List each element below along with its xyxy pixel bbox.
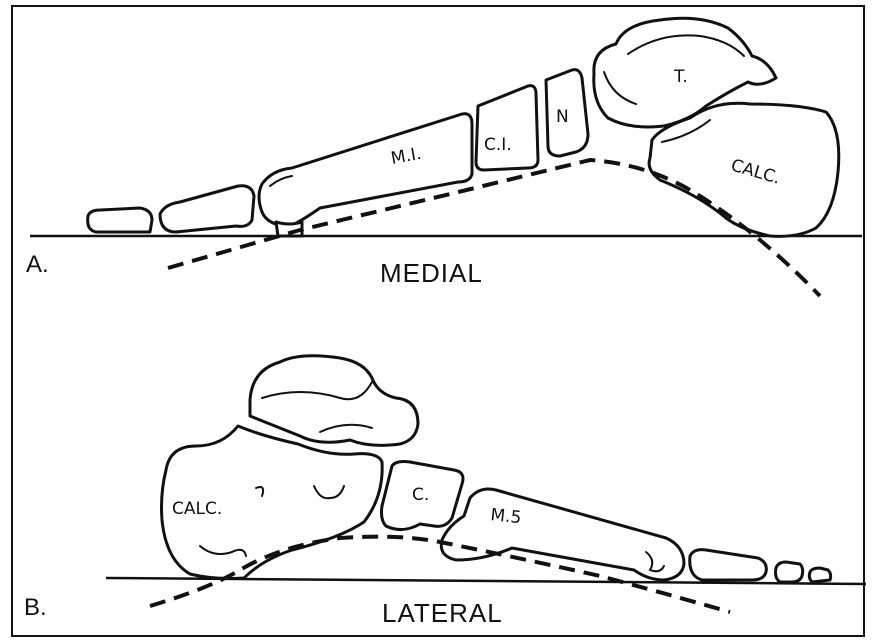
panel-b-lateral: CALC. C. M.5 B. LATERAL: [24, 356, 866, 628]
panel-a-medial: M.I. C.I. N T. CALC. A. MEDIAL: [26, 18, 862, 296]
first-metatarsal: [259, 114, 472, 226]
label-cuboid: C.: [412, 485, 429, 505]
label-navicular: N: [556, 107, 569, 127]
label-talus: T.: [673, 67, 688, 87]
first-cuneiform: [476, 86, 538, 170]
medial-distal-phalanx: [88, 208, 152, 232]
label-calcaneus-b: CALC.: [172, 499, 222, 519]
panel-a-view-title: MEDIAL: [380, 258, 483, 288]
lateral-talus: [250, 356, 418, 446]
panel-b-view-title: LATERAL: [382, 598, 503, 628]
lateral-distal-phalanx: [809, 568, 830, 582]
lateral-middle-phalanx: [776, 562, 803, 582]
lateral-proximal-phalanx: [690, 550, 767, 580]
medial-proximal-phalanx: [160, 186, 254, 232]
label-fifth-metatarsal: M.5: [489, 505, 522, 528]
label-first-cuneiform: C.I.: [484, 135, 512, 155]
panel-a-letter: A.: [26, 251, 49, 278]
panel-b-letter: B.: [24, 594, 47, 621]
